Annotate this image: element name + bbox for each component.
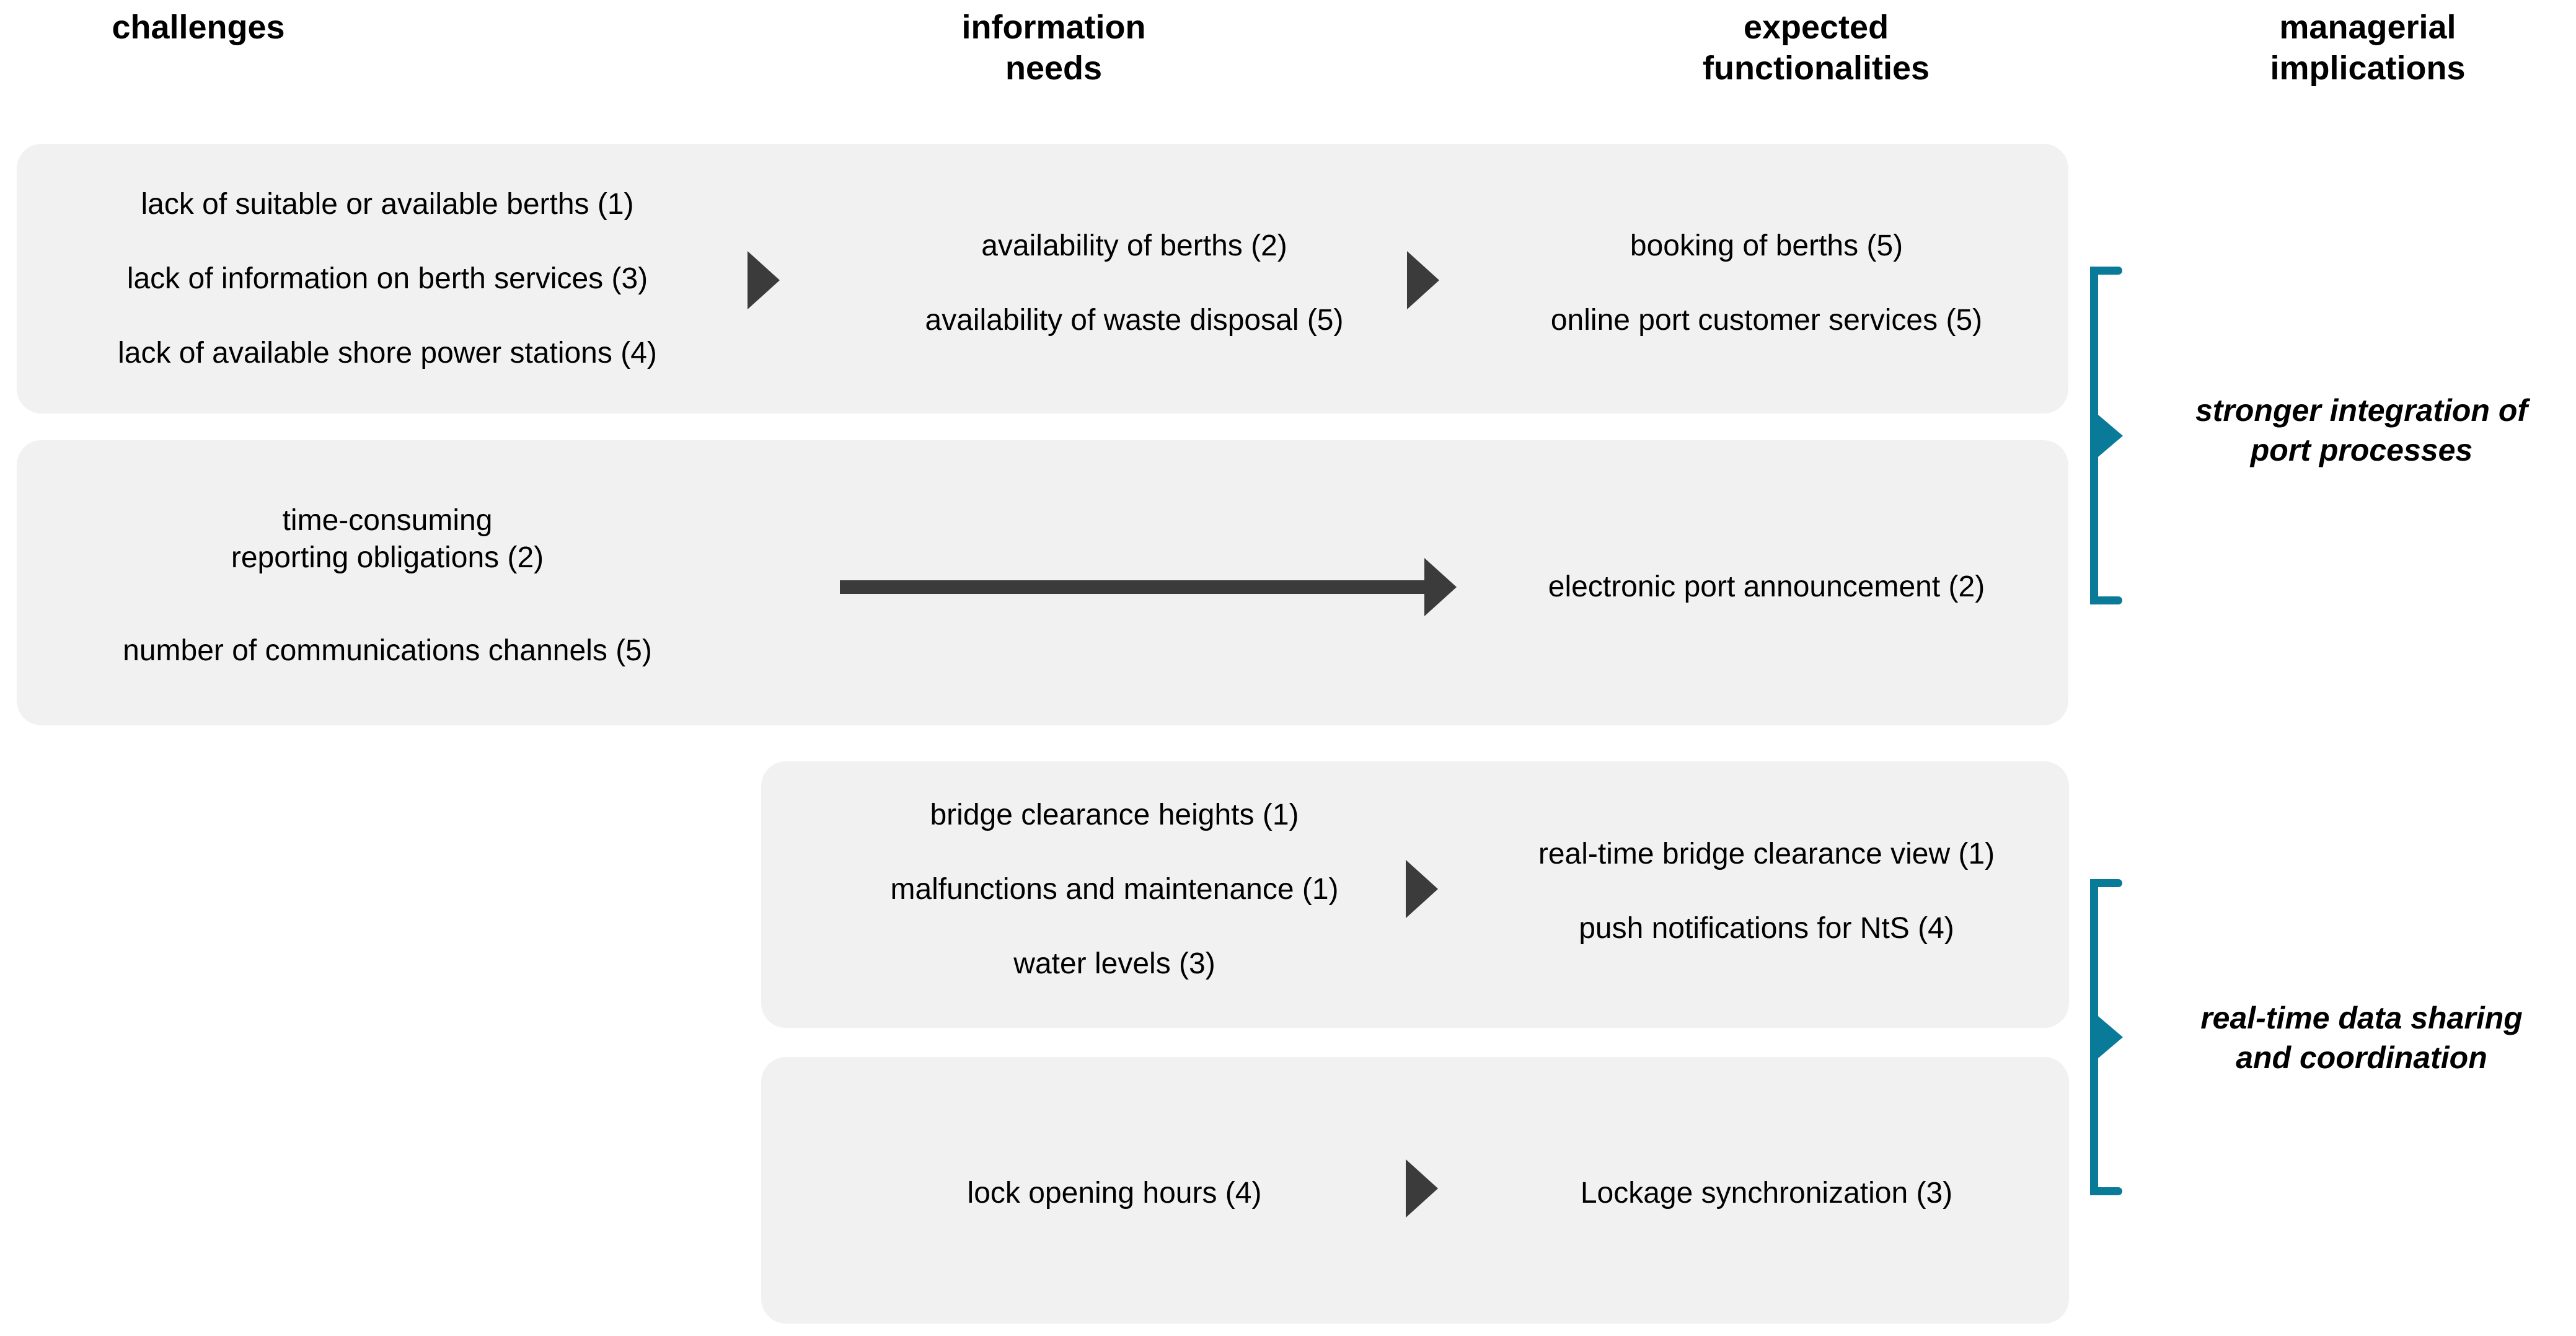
flow-arrow-long-icon [840,558,1457,616]
information-need-item: availability of waste disposal (5) [925,304,1344,337]
challenge-item: lack of available shore power stations (… [118,337,657,369]
bracket-bar [2090,879,2098,1195]
column-header-expected-functionalities: expected functionalities [1702,9,1930,87]
bracket-bar [2090,267,2098,604]
bracket-data-coordination [2076,879,2132,1195]
expected-functionality-item: online port customer services (5) [1550,304,1983,337]
flow-arrow-icon [1406,860,1438,918]
information-need-item: bridge clearance heights (1) [930,799,1299,831]
arrow-shaft [840,580,1424,594]
challenge-item: time-consuming reporting obligations (2) [231,504,544,574]
information-need-item: lock opening hours (4) [967,1177,1262,1210]
bracket-port-integration [2076,267,2132,604]
column-header-managerial-implications: managerial implications [2270,9,2466,87]
arrow-head-icon [1424,558,1457,616]
bracket-top-tip [2090,267,2122,275]
flow-arrow-icon [1407,251,1439,309]
information-need-item: water levels (3) [1013,947,1215,980]
challenge-item: number of communications channels (5) [123,634,652,667]
challenge-item: lack of suitable or available berths (1) [141,188,634,221]
bracket-bottom-tip [2090,596,2122,604]
managerial-implication-item: stronger integration of port processes [2195,393,2528,467]
expected-functionality-item: push notifications for NtS (4) [1579,912,1954,945]
expected-functionality-item: electronic port announcement (2) [1548,570,1985,603]
information-need-item: malfunctions and maintenance (1) [890,873,1339,906]
expected-functionality-item: booking of berths (5) [1630,229,1903,262]
managerial-implication-item: real-time data sharing and coordination [2200,1001,2523,1075]
flow-arrow-icon [1406,1159,1438,1218]
bracket-bottom-tip [2090,1187,2122,1195]
bracket-top-tip [2090,879,2122,887]
expected-functionality-item: real-time bridge clearance view (1) [1538,838,1995,870]
group-box-berth-services [17,144,2068,414]
column-header-information-needs: information needs [961,9,1146,87]
flow-arrow-icon [748,251,780,309]
bracket-pointer-icon [2098,414,2123,457]
bracket-pointer-icon [2098,1016,2123,1058]
expected-functionality-item: Lockage synchronization (3) [1580,1177,1953,1210]
information-need-item: availability of berths (2) [981,229,1287,262]
column-header-challenges: challenges [112,9,285,46]
challenge-item: lack of information on berth services (3… [126,262,648,295]
